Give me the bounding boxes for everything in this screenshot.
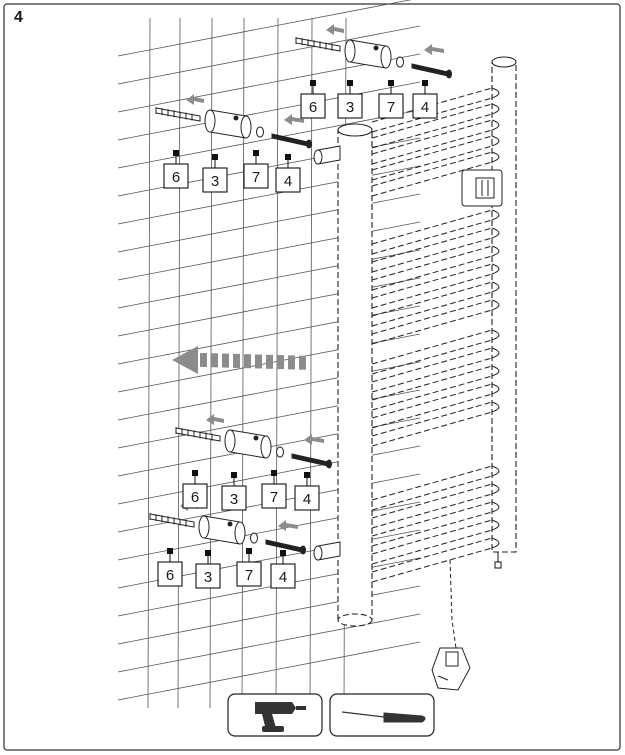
panel-border [3,3,621,751]
direction-arrow [326,24,344,35]
label-screw: 4 [412,80,438,119]
part-number: 3 [211,173,219,190]
part-number: 6 [309,99,317,116]
direction-arrow [206,414,224,425]
label-anchor: 6 [300,80,326,119]
radiator [337,56,517,627]
label-bracket: 3 [221,472,247,511]
wall-grid [117,0,421,709]
drill-icon [255,702,306,732]
wall-anchor [175,427,221,442]
part-number: 7 [270,489,278,506]
part-number: 3 [230,491,238,508]
washer [276,446,284,458]
screw [291,453,332,469]
label-anchor: 6 [163,150,189,189]
fastener-set-top-right [295,24,452,79]
push-to-wall-arrow [172,346,306,374]
label-bracket: 3 [195,550,221,589]
label-washer: 7 [236,548,262,587]
label-washer: 7 [378,80,404,119]
label-anchor: 6 [157,548,183,587]
label-washer: 7 [261,470,287,509]
direction-arrow [424,44,444,55]
part-number: 3 [204,569,212,586]
label-anchor: 6 [182,470,208,509]
screw [271,133,312,149]
direction-arrow [186,94,204,105]
screwdriver-icon [341,711,426,723]
part-number: 3 [346,99,354,116]
part-number: 6 [166,567,174,584]
part-number: 4 [421,99,429,116]
label-washer: 7 [243,150,269,189]
screw [265,539,306,555]
part-number: 4 [284,173,292,190]
label-screw: 4 [294,472,320,511]
part-number: 7 [245,567,253,584]
screw [411,63,452,79]
wall-bracket [344,39,392,69]
radiator-rails [371,87,500,583]
radiator-pins [313,145,341,561]
direction-arrow [304,434,324,445]
part-number: 6 [191,489,199,506]
washer [256,126,264,138]
washer [396,56,404,68]
fastener-set-top-left [155,94,312,149]
direction-arrow [278,520,298,531]
fastener-set-lower-a [175,414,332,469]
wall-anchor [295,37,341,52]
label-screw: 4 [270,550,296,589]
wall-anchor [155,107,201,122]
label-screw: 4 [275,154,301,193]
wall-anchor [149,513,195,528]
wall-bracket [224,429,272,459]
part-number: 7 [252,169,260,186]
part-number: 4 [279,569,287,586]
wall-bracket [198,515,246,545]
power-cable [431,559,471,691]
part-number: 4 [303,491,311,508]
control-box [461,169,503,207]
part-number: 6 [172,169,180,186]
wall-bracket [204,109,252,139]
label-bracket: 3 [337,80,363,119]
tool-drill-box [227,693,323,737]
direction-arrow [284,114,304,125]
tool-screwdriver-box [329,693,435,737]
label-bracket: 3 [202,154,228,193]
step-number: 4 [14,9,23,26]
washer [250,532,258,544]
part-number: 7 [387,99,395,116]
